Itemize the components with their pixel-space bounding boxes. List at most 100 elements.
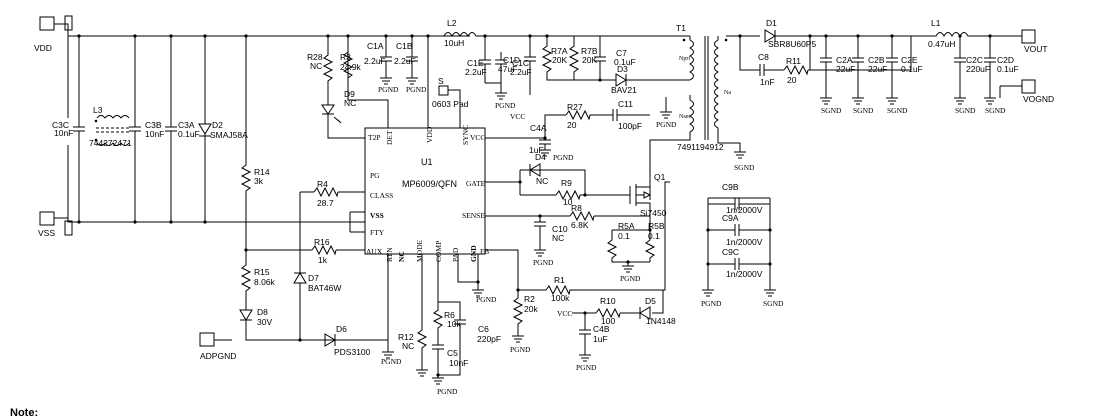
t1-value: 7491194912 [677,142,724,152]
c3a-capacitor [165,36,177,222]
r1-ref: R1 [554,275,565,285]
d6-ref: D6 [336,324,347,334]
vdd-rail [54,23,470,112]
c2a-value: 22uF [836,64,855,74]
l1-value: 0.47uH [928,39,955,49]
vognd-label: VOGND [1023,94,1054,104]
r2-ref: R2 [524,294,535,304]
pin-aux: AUX [366,247,383,256]
sgnd-c2d-label: SGND [985,106,1006,115]
r8-resistor [569,210,595,222]
note-label: Note: [10,407,38,419]
r5a-ref: R5A [618,221,635,231]
r9-ref: R9 [561,178,572,188]
c2d-value: 0.1uF [997,64,1019,74]
vcc-net [485,114,566,139]
vout-port[interactable] [1021,29,1036,44]
r4-value: 28.7 [317,198,334,208]
r11-value: 20 [787,75,797,85]
pin-class: CLASS [370,191,393,200]
vdd-port[interactable] [39,16,55,31]
pin-sense: SENSE [462,211,485,220]
pad-pin-label: S [438,76,444,86]
r1-resistor [545,181,670,296]
l3-choke [67,112,130,150]
r6-ref: R6 [444,310,455,320]
c1a-capacitor [380,36,392,78]
d9-ref: D9 [344,89,355,99]
c11-ref: C11 [618,99,633,109]
d8-zener-diode [239,305,388,341]
r28-ref: R28 [307,52,323,62]
r14-ref: R14 [254,167,270,177]
pad-0603[interactable] [438,85,449,96]
c2b-ref: C2B [868,55,885,65]
r5b-value: 0.1 [648,231,660,241]
u1-ic-body[interactable] [364,127,486,255]
gate-net [485,169,630,196]
vognd-port[interactable] [1021,79,1036,94]
pad-wire [448,89,461,128]
d5-value: 1N4148 [646,316,676,326]
pgnd-c1d-label: PGND [495,101,516,110]
d3-diode [600,73,690,87]
vss-rail [54,150,350,223]
vss-port[interactable] [39,211,55,226]
r12-ref: R12 [398,332,414,342]
r11-ref: R11 [786,56,801,66]
d2-tvs-diode [198,36,212,222]
pgnd-c5-label: PGND [437,387,458,396]
t1-ref: T1 [676,23,686,33]
pin-comp: COMP [434,241,443,262]
y-cap-sgnd [764,289,776,297]
pad-label: 0603 Pad [432,99,469,109]
r11-resistor [783,64,809,76]
c1b-capacitor [406,36,418,78]
c4b-ref: C4B [593,324,610,334]
c8-capacitor [759,64,765,76]
c1d-ref: C1D [503,55,520,65]
r5b-resistor [644,239,656,262]
r16-value: 1k [318,255,328,265]
d3-ref: D3 [617,64,628,74]
d4-value: NC [536,176,548,186]
det-wire [347,36,389,128]
sgnd-c2a-label: SGND [821,106,842,115]
c11-value: 100pF [618,121,642,131]
pin-mode: MODE [415,239,424,262]
l1-inductor [925,32,1022,38]
c2c-value: 220uF [966,64,990,74]
d7-ref: D7 [308,273,319,283]
c2e-capacitor [886,36,898,105]
q1-mosfet [629,175,652,215]
c6-capacitor [438,319,466,376]
c4b-capacitor [579,313,591,362]
pin-vdd: VDD [425,126,434,143]
r2-value: 20k [524,304,538,314]
c1a-ref: C1A [367,41,384,51]
adpgnd-port[interactable] [199,332,215,347]
l2-inductor [430,32,520,38]
pin-fty: FTY [370,228,385,237]
c6-ref: C6 [478,324,489,334]
pin-pad: PAD [451,247,460,262]
pin-gnd: GND [469,245,478,262]
c7-capacitor [594,46,606,80]
c8-value: 1nF [760,77,775,87]
c3b-capacitor [129,36,141,222]
c2b-value: 22uF [868,64,887,74]
sgnd-t1-label: SGND [734,163,755,172]
c1b-ref: C1B [396,41,413,51]
t1-nsec: Nsec [679,114,691,120]
vdd-label: VDD [34,43,52,53]
r27-resistor [565,109,613,121]
r2-resistor [512,290,524,343]
r3-value: 24.9k [340,62,362,72]
c9a-value: 1n/2000V [726,237,763,247]
c3c-value: 10nF [54,128,73,138]
d1-ref: D1 [766,18,777,28]
r7b-ref: R7B [581,46,598,56]
d8-ref: D8 [257,307,268,317]
sgnd-c2c-label: SGND [955,106,976,115]
